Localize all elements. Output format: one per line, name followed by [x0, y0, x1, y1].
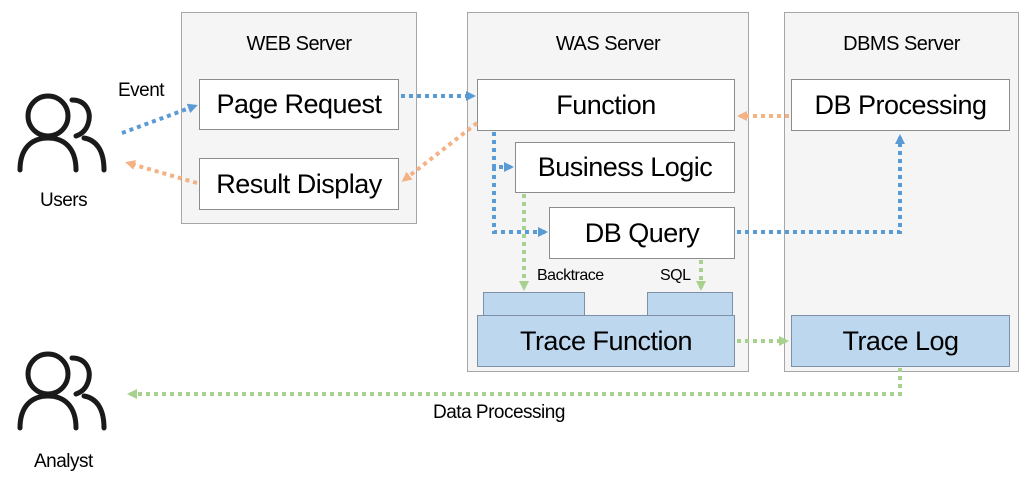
result-display-box: Result Display [199, 158, 399, 210]
data-processing-label: Data Processing [433, 402, 565, 423]
trace-log-box: Trace Log [791, 315, 1010, 367]
backtrace-label: Backtrace [537, 267, 604, 284]
analyst-icon [17, 351, 107, 431]
function-to-db-query-arrow [492, 167, 548, 237]
function-to-business-logic-arrow [492, 132, 514, 172]
db-query-box: DB Query [549, 207, 735, 259]
db-query-to-db-processing-arrow [737, 134, 905, 234]
result-display-to-users-arrow [125, 160, 198, 185]
trace-function-tab-left [483, 292, 585, 316]
trace-function-box: Trace Function [477, 315, 735, 367]
page-request-box: Page Request [199, 79, 399, 130]
users-to-page-request-arrow [121, 103, 198, 135]
web-server-title: WEB Server [246, 33, 352, 55]
function-box: Function [477, 79, 735, 131]
function-to-result-display-arrow [401, 121, 479, 182]
dbms-server-title: DBMS Server [843, 33, 960, 55]
sql-label: SQL [660, 267, 691, 284]
business-logic-box: Business Logic [515, 142, 735, 193]
trace-function-tab-right [647, 292, 733, 316]
db-processing-box: DB Processing [791, 79, 1010, 131]
analyst-label: Analyst [34, 451, 93, 472]
users-icon [17, 93, 107, 173]
was-server-title: WAS Server [555, 33, 661, 55]
users-label: Users [40, 190, 88, 211]
trace-log-to-analyst-arrow [127, 368, 902, 399]
event-label: Event [118, 80, 165, 101]
